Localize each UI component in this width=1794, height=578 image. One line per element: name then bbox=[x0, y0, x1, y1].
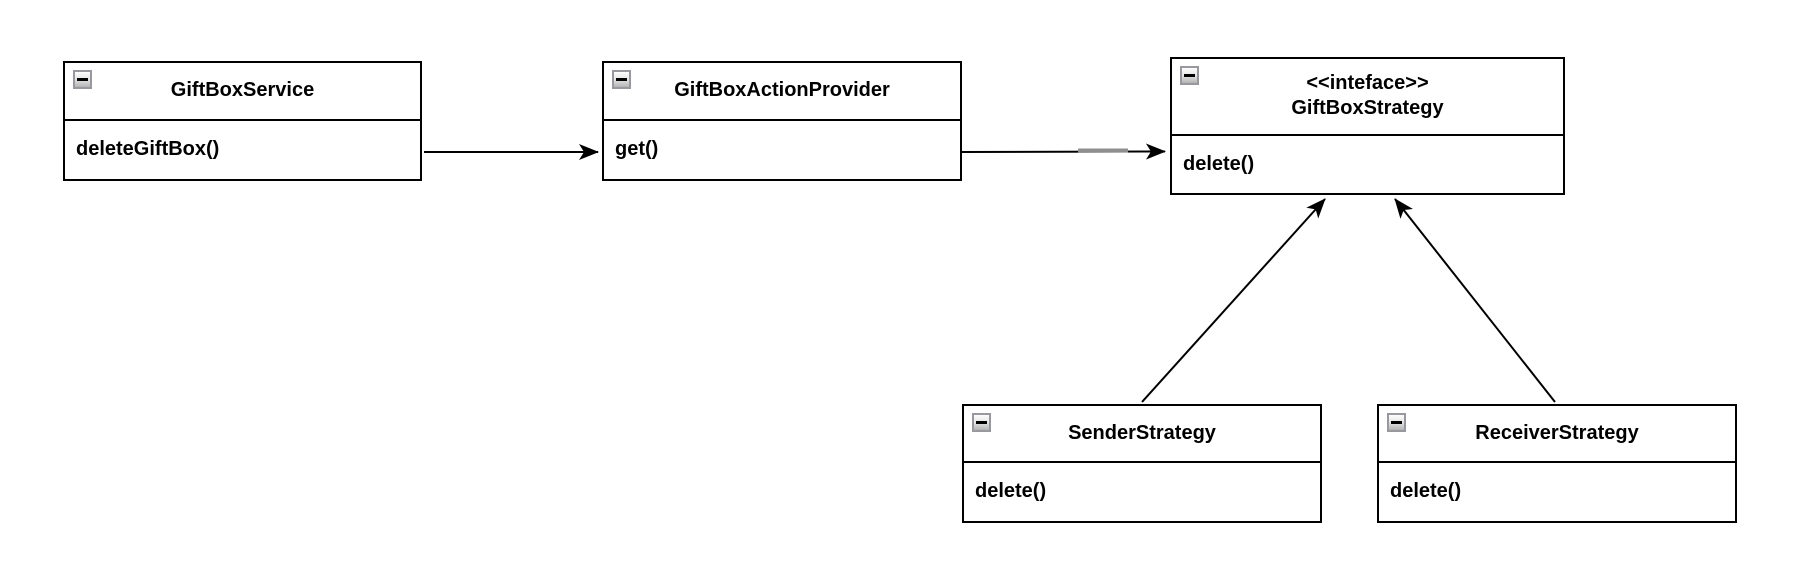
minus-icon bbox=[616, 77, 627, 82]
class-box-senderstrategy[interactable]: SenderStrategy delete() bbox=[962, 404, 1322, 523]
class-title: ReceiverStrategy bbox=[1475, 421, 1639, 444]
class-box-receiverstrategy[interactable]: ReceiverStrategy delete() bbox=[1377, 404, 1737, 523]
class-header: SenderStrategy bbox=[964, 406, 1320, 463]
minus-icon bbox=[1184, 73, 1195, 78]
class-header: GiftBoxService bbox=[65, 63, 420, 121]
method-label: delete() bbox=[1390, 480, 1462, 503]
edge-receiver-to-strategy[interactable] bbox=[1394, 198, 1556, 403]
collapse-icon[interactable] bbox=[612, 70, 631, 89]
minus-icon bbox=[1391, 420, 1402, 425]
method-label: deleteGiftBox() bbox=[76, 138, 220, 161]
class-methods: delete() bbox=[1379, 463, 1735, 522]
class-header: GiftBoxActionProvider bbox=[604, 63, 960, 121]
class-title: GiftBoxService bbox=[170, 79, 315, 102]
collapse-icon[interactable] bbox=[972, 413, 991, 432]
class-methods: delete() bbox=[1172, 136, 1563, 194]
class-title: SenderStrategy bbox=[1068, 421, 1216, 444]
class-title: GiftBoxActionProvider bbox=[674, 79, 890, 102]
collapse-icon[interactable] bbox=[1387, 413, 1406, 432]
class-methods: get() bbox=[604, 121, 960, 180]
class-methods: delete() bbox=[964, 463, 1320, 522]
method-label: get() bbox=[615, 138, 659, 161]
class-header: ReceiverStrategy bbox=[1379, 406, 1735, 463]
class-header: <<inteface>> GiftBoxStrategy bbox=[1172, 59, 1563, 136]
minus-icon bbox=[77, 77, 88, 82]
class-box-giftboxservice[interactable]: GiftBoxService deleteGiftBox() bbox=[63, 61, 422, 181]
class-box-giftboxactionprovider[interactable]: GiftBoxActionProvider get() bbox=[602, 61, 962, 181]
method-label: delete() bbox=[1183, 152, 1255, 175]
minus-icon bbox=[976, 420, 987, 425]
collapse-icon[interactable] bbox=[1180, 66, 1199, 85]
class-stereotype: <<inteface>> bbox=[1306, 72, 1429, 95]
class-title: GiftBoxStrategy bbox=[1291, 97, 1444, 120]
method-label: delete() bbox=[975, 480, 1047, 503]
class-box-giftboxstrategy[interactable]: <<inteface>> GiftBoxStrategy delete() bbox=[1170, 57, 1565, 195]
collapse-icon[interactable] bbox=[73, 70, 92, 89]
edge-provider-to-strategy[interactable] bbox=[961, 143, 1166, 160]
edge-sender-to-strategy[interactable] bbox=[1141, 198, 1326, 403]
class-methods: deleteGiftBox() bbox=[65, 121, 420, 180]
